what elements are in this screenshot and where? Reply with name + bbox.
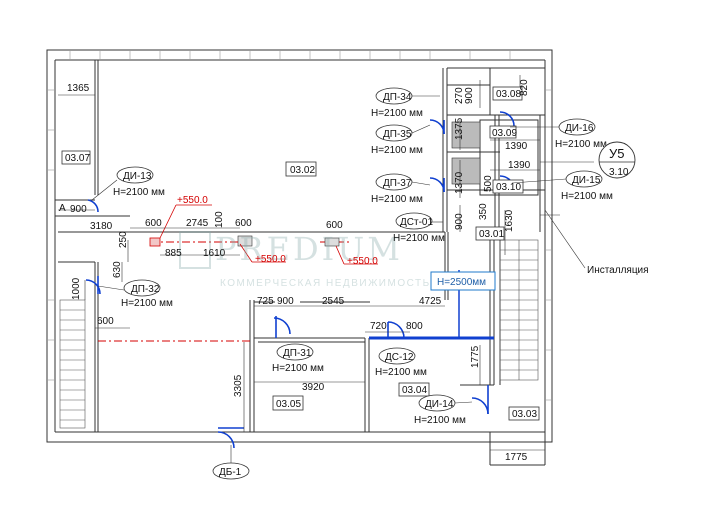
- red-step-marks: [149, 237, 340, 247]
- door-dp37: ДП-37: [383, 178, 412, 189]
- dimension-lines: [58, 75, 594, 451]
- dim-900c: 900: [464, 87, 475, 104]
- door-di15: ДИ-15: [572, 175, 601, 186]
- dim-2545: 2545: [322, 296, 345, 307]
- door-ds12: ДС-12: [385, 352, 414, 363]
- axis-mark: А: [59, 203, 66, 214]
- dim-1630: 1630: [504, 209, 515, 232]
- dim-1390a: 1390: [505, 141, 528, 152]
- dim-1390b: 1390: [508, 160, 531, 171]
- dim-820: 820: [519, 79, 530, 96]
- dim-600c: 600: [326, 220, 343, 231]
- dim-3180: 3180: [90, 221, 113, 232]
- room-03-07: 03.07: [65, 153, 90, 164]
- dim-100: 100: [214, 211, 225, 228]
- dim-720: 720: [370, 321, 387, 332]
- dim-3305: 3305: [233, 374, 244, 397]
- door-di14-height: H=2100 мм: [414, 415, 466, 426]
- dim-3920: 3920: [302, 382, 325, 393]
- door-dp35: ДП-35: [383, 129, 412, 140]
- door-leaders: [91, 95, 567, 463]
- door-dst01: ДСт-01: [400, 217, 433, 228]
- stairs-left: [59, 299, 86, 429]
- door-dp37-height: H=2100 мм: [371, 194, 423, 205]
- dim-1775b: 1775: [505, 452, 528, 463]
- room-03-03: 03.03: [512, 409, 537, 420]
- room-tags: [61, 86, 540, 421]
- door-dp35-height: H=2100 мм: [371, 145, 423, 156]
- door-dp32: ДП-32: [131, 284, 160, 295]
- door-dst01-height: H=2100 мм: [393, 233, 445, 244]
- dim-2745: 2745: [186, 218, 209, 229]
- elevation-2: +550.0: [255, 254, 286, 265]
- watermark-logo-icon: [179, 231, 211, 269]
- door-dp31-height: H=2100 мм: [272, 363, 324, 374]
- dim-270: 270: [454, 87, 465, 104]
- door-dp32-height: H=2100 мм: [121, 298, 173, 309]
- watermark-tagline: КОММЕРЧЕСКАЯ НЕДВИЖИМОСТЬ: [220, 278, 431, 289]
- door-di15-height: H=2100 мм: [561, 191, 613, 202]
- room-03-01: 03.01: [479, 229, 504, 240]
- shaft-blocks: [237, 121, 481, 247]
- room-03-05: 03.05: [276, 399, 301, 410]
- section-mark-sheet: 3.10: [609, 167, 629, 178]
- elevation-3: +550.0: [347, 256, 378, 267]
- section-mark: [598, 141, 636, 179]
- door-dp34: ДП-34: [383, 92, 412, 103]
- elevation-1: +550.0: [177, 195, 208, 206]
- height-highlight-text: H=2500мм: [437, 277, 486, 288]
- watermark-brand: PREDIUM: [215, 230, 403, 268]
- installation-label: Инсталляция: [587, 265, 649, 276]
- room-03-08: 03.08: [496, 89, 521, 100]
- dim-630: 630: [112, 261, 123, 278]
- dim-800: 800: [406, 321, 423, 332]
- dim-725: 725: [257, 296, 274, 307]
- dim-885: 885: [165, 248, 182, 259]
- wall-hatch: [47, 50, 552, 401]
- door-ds12-height: H=2100 мм: [375, 367, 427, 378]
- dim-900a: 900: [70, 204, 87, 215]
- dim-500: 500: [483, 175, 494, 192]
- room-03-09: 03.09: [492, 128, 517, 139]
- height-highlight-box: [430, 271, 496, 291]
- room-03-10: 03.10: [496, 182, 521, 193]
- dim-350: 350: [478, 203, 489, 220]
- stairs-right: [499, 239, 539, 381]
- watermark: PREDIUM КОММЕРЧЕСКАЯ НЕДВИЖИМОСТЬ: [179, 230, 431, 289]
- dim-1775a: 1775: [470, 345, 481, 368]
- dim-4725: 4725: [419, 296, 442, 307]
- door-tag-ovals: [116, 87, 603, 480]
- dim-1370: 1370: [454, 171, 465, 194]
- door-dp34-height: H=2100 мм: [371, 108, 423, 119]
- dim-250: 250: [118, 231, 129, 248]
- door-di16: ДИ-16: [565, 123, 594, 134]
- dim-600a: 600: [145, 218, 162, 229]
- section-mark-letter: У5: [609, 146, 625, 161]
- dim-1000: 1000: [71, 277, 82, 300]
- dim-600d: 600: [97, 316, 114, 327]
- red-leaders: [159, 204, 378, 265]
- door-di14: ДИ-14: [425, 399, 454, 410]
- dim-1375: 1375: [454, 117, 465, 140]
- dim-1365: 1365: [67, 83, 90, 94]
- room-03-04: 03.04: [402, 385, 427, 396]
- door-dp31: ДП-31: [283, 348, 312, 359]
- door-db1: ДБ-1: [219, 467, 242, 478]
- dim-600b: 600: [235, 218, 252, 229]
- door-di13: ДИ-13: [123, 171, 152, 182]
- dim-1610: 1610: [203, 248, 226, 259]
- dim-900b: 900: [277, 296, 294, 307]
- door-di13-height: H=2100 мм: [113, 187, 165, 198]
- room-03-02: 03.02: [290, 165, 315, 176]
- dim-900d: 900: [454, 213, 465, 230]
- door-di16-height: H=2100 мм: [555, 139, 607, 150]
